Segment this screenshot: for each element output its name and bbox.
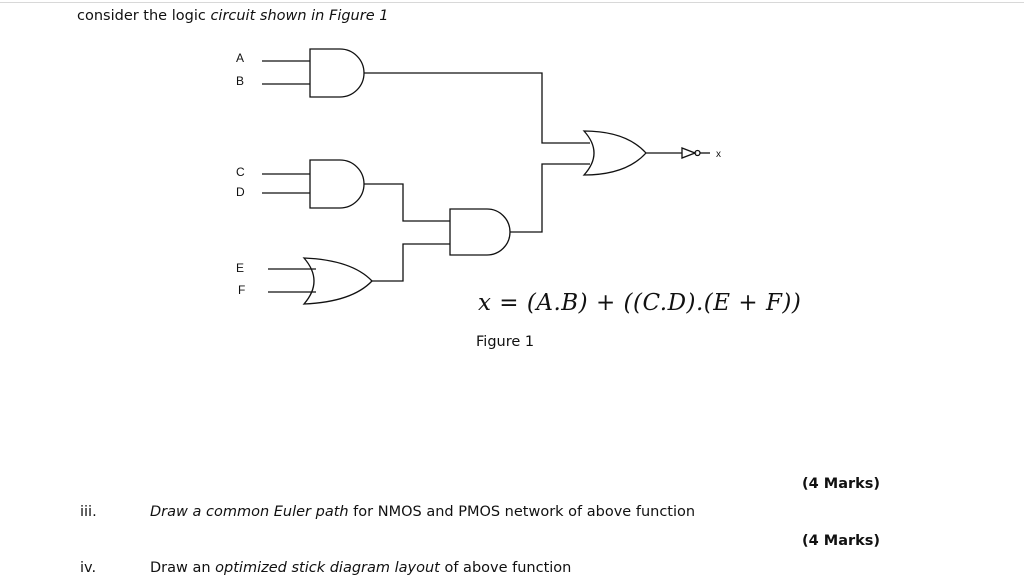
question-iii-text: Draw a common Euler path for NMOS and PM… xyxy=(150,503,695,521)
input-wires xyxy=(262,60,316,293)
and-gate-cd xyxy=(309,159,365,209)
and-gate-combine xyxy=(449,208,511,256)
marks-label-2: (4 Marks) xyxy=(802,533,881,549)
intro-sentence: consider the logic circuit shown in Figu… xyxy=(77,7,388,25)
intro-emphasis: circuit shown in Figure 1 xyxy=(210,8,389,24)
and-gate-ab xyxy=(309,48,365,98)
input-label-e: E xyxy=(236,261,244,275)
or-gate-ef xyxy=(302,257,373,305)
output-inverter xyxy=(681,147,697,159)
question-iv-prefix: Draw an xyxy=(150,560,216,576)
question-number-iv: iv. xyxy=(80,560,97,576)
figure-caption: Figure 1 xyxy=(476,334,535,350)
intro-prefix: consider the logic xyxy=(77,8,211,24)
marks-label-1: (4 Marks) xyxy=(802,476,881,492)
logic-circuit-diagram: A B C D E F x xyxy=(236,48,721,305)
output-label-x: x xyxy=(716,149,721,160)
question-iii-rest: for NMOS and PMOS network of above funct… xyxy=(348,504,696,520)
question-number-iii: iii. xyxy=(80,504,97,520)
input-label-c: C xyxy=(236,165,245,179)
question-iii-emphasis: Draw a common Euler path xyxy=(150,504,349,520)
input-label-d: D xyxy=(236,185,245,199)
top-rule xyxy=(0,2,1024,3)
input-label-f: F xyxy=(238,283,245,297)
connection-wires xyxy=(364,72,682,282)
or-gate-final xyxy=(582,130,647,176)
question-iv-emphasis: optimized stick diagram layout xyxy=(215,560,440,576)
question-iv-text: Draw an optimized stick diagram layout o… xyxy=(150,559,571,577)
question-iv-rest: of above function xyxy=(439,560,572,576)
input-label-a: A xyxy=(236,51,244,65)
input-label-b: B xyxy=(236,74,244,88)
boolean-equation: x = (A.B) + ((C.D).(E + F)) xyxy=(478,290,802,316)
